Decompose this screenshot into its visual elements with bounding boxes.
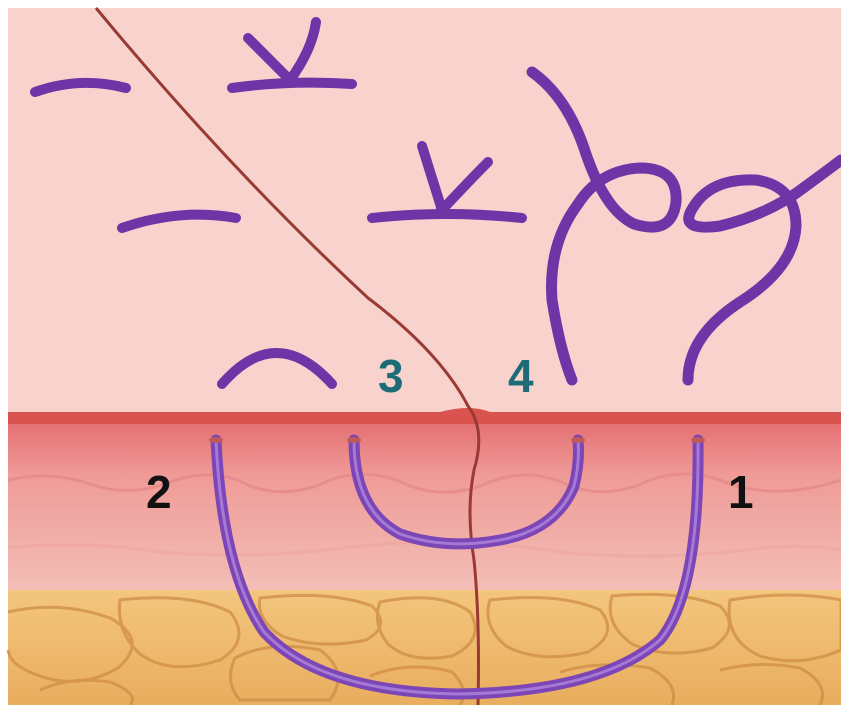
dermis-layer [8, 414, 841, 590]
label-step-3: 3 [378, 350, 404, 402]
label-step-2: 2 [146, 466, 172, 518]
label-step-4: 4 [508, 350, 534, 402]
label-step-1: 1 [728, 466, 754, 518]
